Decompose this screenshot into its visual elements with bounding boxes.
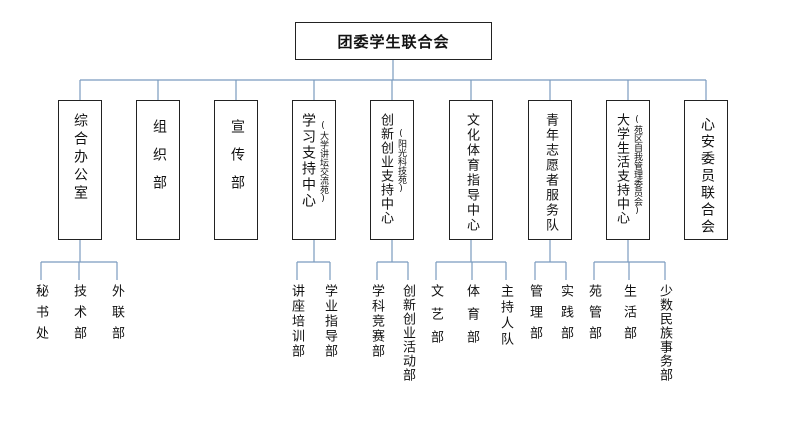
subdept-label: 生活部: [621, 284, 636, 347]
dept-xinan: 心安委员联合会: [684, 100, 728, 240]
dept-chuangxin: 创新创业支持中心 (阳光科技苑): [370, 100, 414, 240]
dept-label: 综合办公室: [72, 113, 88, 203]
dept-sublabel: (阳光科技苑): [396, 129, 406, 194]
dept-wenhua: 文化体育指导中心: [449, 100, 493, 240]
dept-label: 创新创业支持中心: [378, 113, 393, 225]
subdept-label: 管理部: [527, 284, 542, 347]
dept-qingnian: 青年志愿者服务队: [528, 100, 572, 240]
root-node: 团委学生联合会: [295, 22, 492, 60]
subdept-label: 苑管部: [586, 284, 601, 347]
subdept-label: 技术部: [71, 284, 86, 347]
subdept-label: 体育部: [464, 284, 479, 353]
subdept-label: 实践部: [558, 284, 573, 347]
subdept-label: 创新创业活动部: [400, 284, 415, 382]
subdept-label: 文艺部: [428, 284, 443, 353]
dept-xuexi: 学习支持中心 (大学讲坛交流苑): [292, 100, 336, 240]
dept-label: 大学生活支持中心: [614, 113, 629, 225]
root-label: 团委学生联合会: [337, 32, 450, 51]
dept-label: 青年志愿者服务队: [543, 113, 558, 233]
dept-label: 心安委员联合会: [699, 117, 715, 236]
subdept-label: 学科竞赛部: [369, 284, 384, 359]
dept-sublabel: (大学讲坛交流苑): [318, 121, 328, 204]
dept-label: 宣传部: [229, 119, 245, 203]
subdept-label: 学业指导部: [322, 284, 337, 359]
subdept-label: 外联部: [109, 284, 124, 347]
subdept-label: 讲座培训部: [289, 284, 304, 359]
dept-zonghe: 综合办公室: [58, 100, 102, 240]
dept-zuzhi: 组织部: [136, 100, 180, 240]
dept-label: 文化体育指导中心: [464, 113, 479, 233]
dept-daxuesheng: 大学生活支持中心 (苑区自我管理委员会): [606, 100, 650, 240]
subdept-label: 主持人队: [498, 284, 513, 348]
dept-xuanchuan: 宣传部: [214, 100, 258, 240]
subdept-label: 少数民族事务部: [657, 284, 672, 382]
dept-label: 组织部: [151, 119, 167, 203]
dept-label: 学习支持中心: [300, 113, 316, 209]
subdept-label: 秘书处: [33, 284, 48, 347]
dept-sublabel: (苑区自我管理委员会): [632, 115, 642, 216]
